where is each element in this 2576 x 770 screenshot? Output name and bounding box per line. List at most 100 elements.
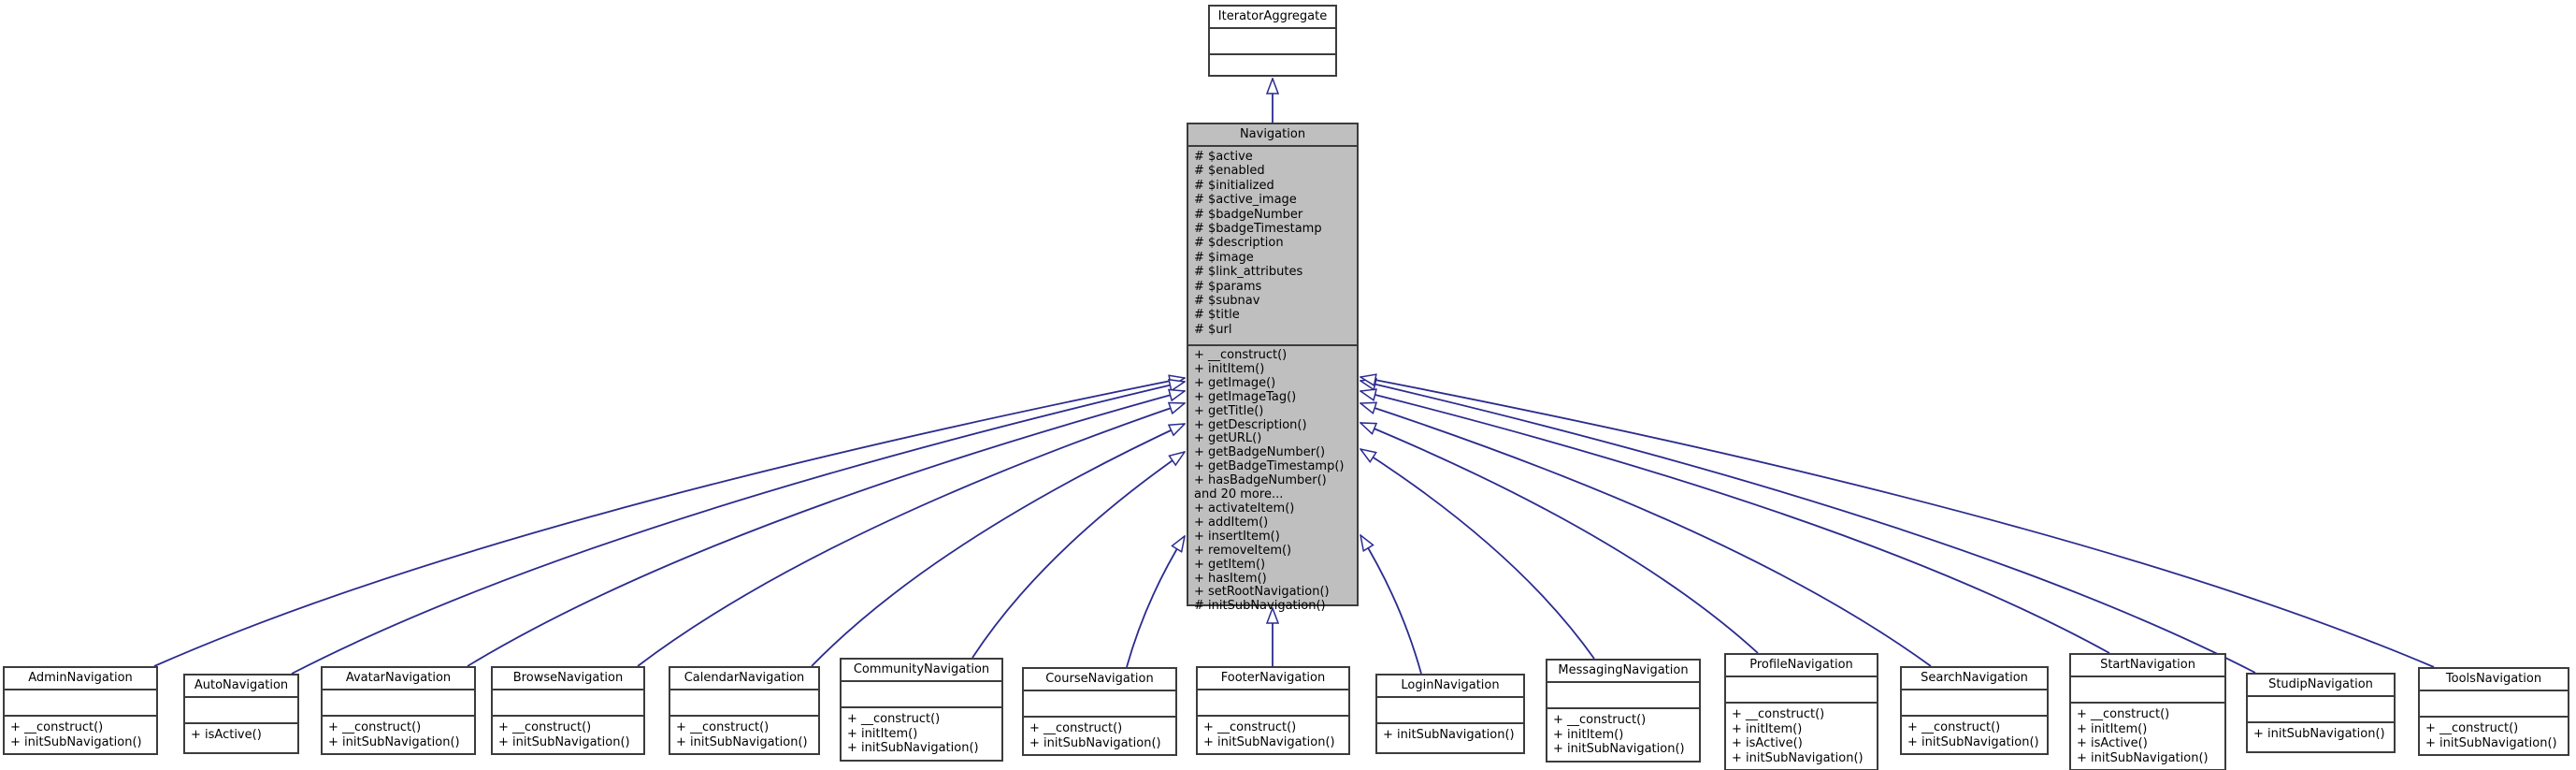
class-box-AvatarNavigation[interactable]: AvatarNavigation + __construct()+ initSub… [321, 666, 476, 755]
attributes-compartment [842, 682, 1001, 708]
attribute: # $params [1194, 279, 1262, 294]
method: + initSubNavigation() [328, 734, 460, 749]
methods-compartment: + __construct()+ initSubNavigation() [1024, 718, 1175, 754]
attributes-compartment [2071, 677, 2224, 704]
class-box-Navigation[interactable]: Navigation# $active# $enabled# $initiali… [1187, 123, 1359, 613]
method: + initSubNavigation() [1029, 735, 1161, 750]
attributes-compartment [2248, 697, 2394, 723]
class-box-ToolsNavigation[interactable]: ToolsNavigation + __construct()+ initSubN… [2418, 667, 2569, 756]
class-title: Navigation [1188, 124, 1357, 147]
inheritance-edge-LoginNavigation-to-Navigation [1360, 535, 1422, 675]
class-box-StudipNavigation[interactable]: StudipNavigation + initSubNavigation() [2246, 673, 2396, 753]
method: + __construct() [498, 720, 592, 734]
inheritance-edge-ProfileNavigation-to-Navigation [1360, 422, 1759, 654]
method: + __construct() [2425, 721, 2519, 735]
class-title: AutoNavigation [185, 676, 297, 698]
class-box-CourseNavigation[interactable]: CourseNavigation+ __construct()+ initSub… [1022, 667, 1177, 756]
attributes-compartment [1726, 677, 1877, 704]
method: + getURL() [1194, 431, 1262, 446]
method: + initItem() [1553, 727, 1624, 742]
class-title: CalendarNavigation [670, 668, 818, 690]
inheritance-edge-ToolsNavigation-to-Navigation [1360, 377, 2435, 668]
inheritance-edge-AvatarNavigation-to-Navigation [467, 391, 1185, 667]
inheritance-edge-CalendarNavigation-to-Navigation [811, 424, 1185, 667]
method: + initSubNavigation() [2253, 727, 2385, 741]
attribute: # $active [1194, 150, 1253, 164]
attributes-compartment [1902, 690, 2047, 717]
class-box-AdminNavigation[interactable]: AdminNavigation + __construct()+ initSubN… [3, 666, 158, 755]
method: + __construct() [847, 712, 941, 726]
method: # initSubNavigation() [1194, 599, 1326, 614]
method: + initSubNavigation() [2077, 750, 2209, 765]
method: + __construct() [1203, 720, 1297, 734]
attribute: # $initialized [1194, 178, 1274, 193]
methods-compartment: + __construct()+ initSubNavigation() [2420, 718, 2568, 754]
method: + initSubNavigation() [847, 741, 979, 755]
methods-compartment: + initSubNavigation() [2248, 723, 2394, 751]
class-box-ProfileNavigation[interactable]: ProfileNavigation+ __construct()+ initIt… [1724, 653, 1878, 770]
inheritance-edge-MessagingNavigation-to-Navigation [1360, 449, 1595, 660]
class-title: StudipNavigation [2248, 675, 2394, 697]
attributes-compartment: # $active# $enabled# $initialized# $acti… [1188, 147, 1357, 346]
methods-compartment: + __construct()+ initSubNavigation() [670, 717, 818, 753]
method: + __construct() [1907, 720, 2001, 734]
method: and 20 more... [1194, 487, 1284, 502]
method: + __construct() [676, 720, 770, 734]
method: + activateItem() [1194, 501, 1295, 516]
method: + getImageTag() [1194, 389, 1297, 404]
class-box-FooterNavigation[interactable]: FooterNavigation+ __construct()+ initSub… [1196, 666, 1350, 755]
inheritance-edge-AutoNavigation-to-Navigation [291, 382, 1185, 675]
class-box-SearchNavigation[interactable]: SearchNavigation+ __construct()+ initSub… [1900, 666, 2049, 755]
methods-compartment: + __construct()+ initSubNavigation() [1198, 717, 1348, 753]
methods-compartment: + initSubNavigation() [1377, 724, 1523, 752]
method: + initItem() [2077, 721, 2148, 736]
class-title: AvatarNavigation [323, 668, 474, 690]
method: + addItem() [1194, 515, 1269, 530]
class-box-CalendarNavigation[interactable]: CalendarNavigation + __construct()+ initS… [669, 666, 820, 755]
methods-compartment: + __construct()+ initSubNavigation() [5, 717, 156, 753]
class-title: CommunityNavigation [842, 660, 1001, 682]
methods-compartment: + __construct()+ initSubNavigation() [1902, 717, 2047, 753]
method: + initSubNavigation() [2425, 735, 2557, 750]
attributes-compartment [2420, 691, 2568, 718]
methods-compartment: + __construct()+ initItem()+ initSubNavi… [842, 708, 1001, 760]
method: + hasItem() [1194, 571, 1267, 586]
attribute: # $subnav [1194, 294, 1260, 309]
inheritance-edge-SearchNavigation-to-Navigation [1360, 403, 1932, 667]
method: + initItem() [1732, 721, 1803, 736]
class-box-BrowseNavigation[interactable]: BrowseNavigation+ __construct()+ initSub… [491, 666, 645, 755]
class-box-CommunityNavigation[interactable]: CommunityNavigation+ __construct()+ init… [840, 658, 1003, 762]
inheritance-edge-BrowseNavigation-to-Navigation [637, 403, 1185, 667]
method: + initSubNavigation() [1732, 750, 1864, 765]
class-title: AdminNavigation [5, 668, 156, 690]
attribute: # $image [1194, 250, 1254, 265]
method: + getImage() [1194, 375, 1276, 390]
class-box-IteratorAggregate[interactable]: IteratorAggregate [1208, 5, 1337, 77]
class-box-AutoNavigation[interactable]: AutoNavigation + isActive() [183, 674, 299, 754]
method: + isActive() [2077, 736, 2148, 750]
class-title: BrowseNavigation [493, 668, 643, 690]
inheritance-edge-CommunityNavigation-to-Navigation [971, 452, 1185, 659]
methods-compartment: + __construct()+ initItem()+ isActive()+… [1726, 704, 1877, 769]
class-title: ToolsNavigation [2420, 669, 2568, 691]
attributes-compartment [1377, 698, 1523, 724]
method: + initItem() [847, 726, 918, 741]
inheritance-edge-StudipNavigation-to-Navigation [1360, 381, 2256, 674]
method: + getBadgeNumber() [1194, 445, 1326, 460]
methods-compartment: + __construct()+ initSubNavigation() [323, 717, 474, 753]
class-box-MessagingNavigation[interactable]: MessagingNavigation+ __construct()+ init… [1546, 659, 1701, 763]
methods-compartment: + isActive() [185, 724, 297, 752]
attribute: # $active_image [1194, 193, 1297, 208]
method: + getTitle() [1194, 403, 1264, 418]
inheritance-edge-StartNavigation-to-Navigation [1360, 391, 2110, 654]
method: + initSubNavigation() [1383, 728, 1515, 742]
class-title: MessagingNavigation [1547, 661, 1699, 683]
attributes-compartment [5, 690, 156, 717]
class-box-LoginNavigation[interactable]: LoginNavigation+ initSubNavigation() [1375, 674, 1525, 754]
inheritance-edge-CourseNavigation-to-Navigation [1126, 536, 1185, 668]
attribute: # $description [1194, 236, 1284, 251]
method: + initItem() [1194, 361, 1265, 376]
methods-compartment: + __construct()+ initItem()+ isActive()+… [2071, 704, 2224, 769]
class-box-StartNavigation[interactable]: StartNavigation+ __construct()+ initItem… [2069, 653, 2226, 770]
